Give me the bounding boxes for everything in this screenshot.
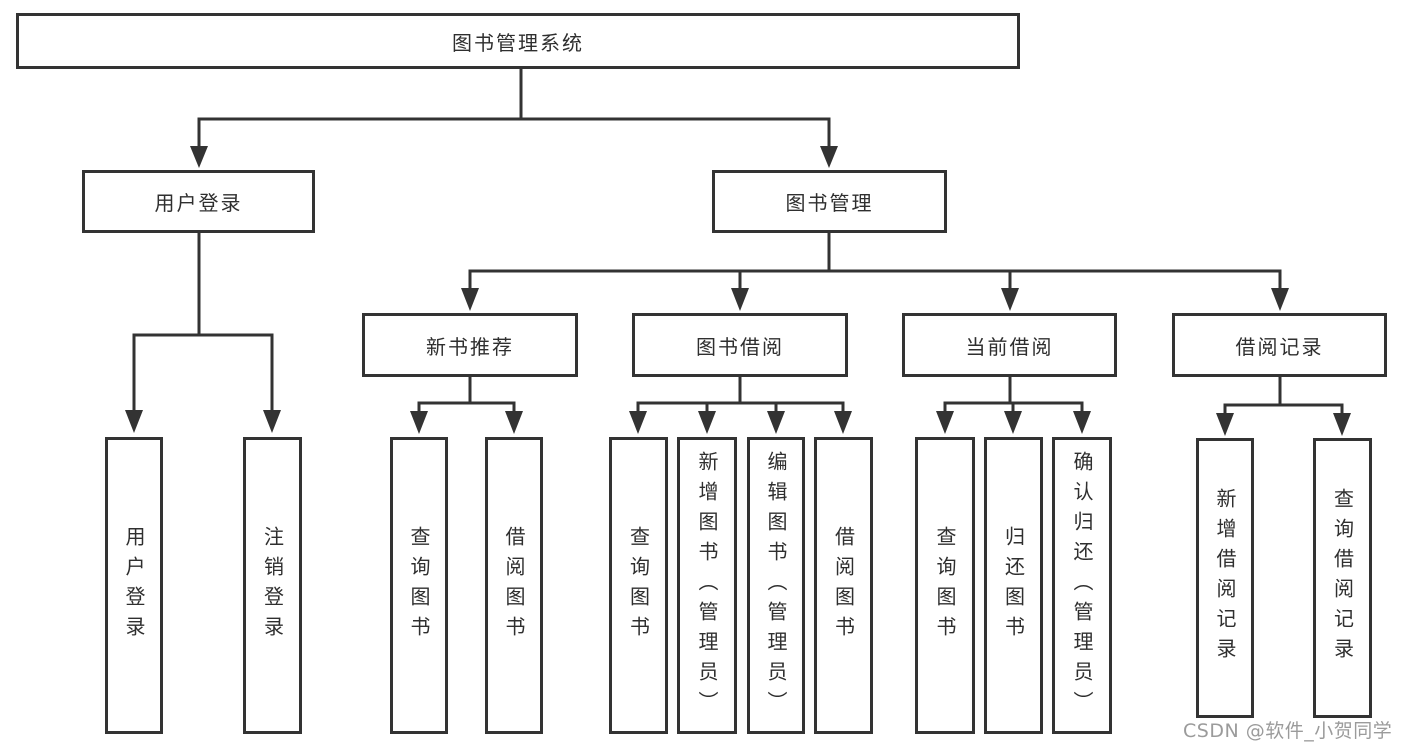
leaf-query-borrow-record: 查询借阅记录 [1313, 438, 1372, 718]
leaf-query-books-3-label: 查询图书 [933, 525, 957, 646]
node-borrow-records: 借阅记录 [1172, 313, 1387, 377]
leaf-query-books-3: 查询图书 [915, 437, 975, 734]
leaf-return-book: 归还图书 [984, 437, 1043, 734]
leaf-add-borrow-record: 新增借阅记录 [1196, 438, 1254, 718]
leaf-query-books-2: 查询图书 [609, 437, 668, 734]
leaf-add-borrow-record-label: 新增借阅记录 [1213, 488, 1237, 668]
node-user-login-label: 用户登录 [154, 191, 243, 215]
leaf-borrow-books-1: 借阅图书 [485, 437, 543, 734]
leaf-return-book-label: 归还图书 [1001, 525, 1026, 646]
leaf-confirm-return-admin-label: 确认归还（管理员） [1070, 450, 1094, 721]
node-root-label: 图书管理系统 [452, 30, 584, 55]
node-new-book-recommend: 新书推荐 [362, 313, 578, 377]
node-book-management: 图书管理 [712, 170, 947, 233]
leaf-query-borrow-record-label: 查询借阅记录 [1330, 488, 1355, 668]
leaf-edit-book-admin-label: 编辑图书（管理员） [764, 450, 788, 721]
leaf-query-books-1: 查询图书 [390, 437, 448, 734]
leaf-query-books-2-label: 查询图书 [626, 525, 651, 646]
node-user-login: 用户登录 [82, 170, 315, 233]
leaf-add-book-admin-label: 新增图书（管理员） [695, 450, 719, 721]
leaf-add-book-admin: 新增图书（管理员） [677, 437, 737, 734]
leaf-user-login: 用户登录 [105, 437, 163, 734]
leaf-user-login-label: 用户登录 [122, 525, 146, 646]
leaf-borrow-books-2-label: 借阅图书 [831, 525, 856, 646]
node-current-borrow: 当前借阅 [902, 313, 1117, 377]
node-root: 图书管理系统 [16, 13, 1020, 69]
node-new-book-recommend-label: 新书推荐 [426, 334, 514, 359]
node-book-borrow: 图书借阅 [632, 313, 848, 377]
leaf-logout-label: 注销登录 [260, 525, 285, 646]
leaf-borrow-books-1-label: 借阅图书 [502, 525, 526, 646]
leaf-borrow-books-2: 借阅图书 [814, 437, 873, 734]
leaf-confirm-return-admin: 确认归还（管理员） [1052, 437, 1112, 734]
leaf-logout: 注销登录 [243, 437, 302, 734]
node-book-borrow-label: 图书借阅 [696, 334, 784, 359]
node-book-management-label: 图书管理 [785, 191, 874, 215]
node-current-borrow-label: 当前借阅 [965, 334, 1054, 359]
node-borrow-records-label: 借阅记录 [1235, 334, 1324, 359]
watermark: CSDN @软件_小贺同学 [1183, 720, 1393, 742]
leaf-edit-book-admin: 编辑图书（管理员） [747, 437, 805, 734]
leaf-query-books-1-label: 查询图书 [407, 525, 431, 646]
